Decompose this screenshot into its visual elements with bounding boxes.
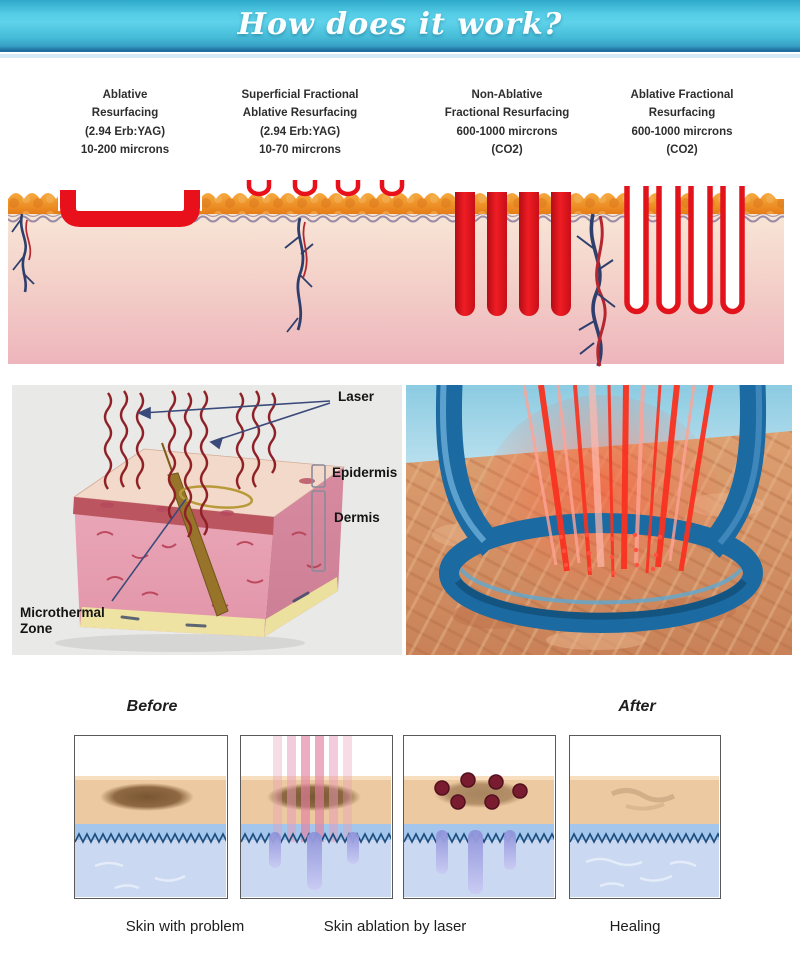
label-line: Ablative Fractional xyxy=(630,89,734,101)
panel-healed-skin xyxy=(569,735,723,899)
laser-beam-array xyxy=(522,384,714,578)
skin-anatomy-graphic xyxy=(55,390,346,652)
dermis-texture xyxy=(94,861,186,890)
superficial-fractional-zone xyxy=(246,178,405,197)
caption-skin-problem: Skin with problem xyxy=(125,918,245,935)
label-line: Resurfacing xyxy=(91,107,159,120)
label-line: Resurfacing xyxy=(648,107,716,120)
device-ring-front xyxy=(439,567,763,633)
surface-notch xyxy=(292,178,318,197)
laser-device-panel xyxy=(406,372,792,655)
surface-notch xyxy=(335,178,361,197)
ablation-holes xyxy=(434,772,528,810)
ablated-channel xyxy=(656,186,681,315)
label-line: (CO2) xyxy=(666,144,698,157)
before-label: Before xyxy=(126,698,178,715)
label-line: Superficial Fractional xyxy=(241,89,359,101)
panel-skin-problem-graphic xyxy=(74,776,228,897)
epidermis-label: Epidermis xyxy=(332,465,398,480)
ablative-fractional-zone xyxy=(624,186,745,315)
dermis-layer xyxy=(8,206,784,364)
ablated-channel xyxy=(720,186,745,315)
skin-block xyxy=(72,442,346,637)
thermal-column xyxy=(455,192,475,316)
treatment-label-superficial-fractional: Superficial Fractional Ablative Resurfac… xyxy=(210,86,390,160)
hair-follicle xyxy=(167,472,229,617)
treatment-label-non-ablative: Non-Ablative Fractional Resurfacing 600-… xyxy=(417,86,597,160)
treatment-label-ablative: Ablative Resurfacing (2.94 Erb:YAG) 10-2… xyxy=(35,86,215,160)
after-label: After xyxy=(618,698,656,715)
banner-underline xyxy=(0,54,800,58)
thermal-column xyxy=(519,192,539,316)
coagulation-rods xyxy=(269,832,359,890)
laser-label: Laser xyxy=(338,389,375,404)
sebaceous-gland xyxy=(178,485,254,509)
label-line: Ablative Resurfacing xyxy=(242,107,358,120)
page-title: How does it work? xyxy=(237,7,563,42)
label-line: 600-1000 mircrons xyxy=(631,125,733,138)
pigment-spot xyxy=(100,783,194,811)
panel-skin-problem xyxy=(74,735,228,899)
panel-healed-skin-graphic xyxy=(569,776,723,897)
layer-brackets xyxy=(311,464,326,572)
skin-anatomy-panel: Laser Epidermis Dermis Microthermal Zone xyxy=(12,385,402,655)
label-line: (2.94 Erb:YAG) xyxy=(84,125,166,138)
dermis-label: Dermis xyxy=(334,510,380,525)
thermal-column xyxy=(551,192,571,316)
laser-beams-down xyxy=(273,736,352,842)
title-banner: How does it work? xyxy=(0,0,800,52)
label-line: Non-Ablative xyxy=(471,89,543,101)
panel-ablated-skin-graphic xyxy=(403,772,557,897)
label-line: (CO2) xyxy=(491,144,523,157)
skin-cross-section xyxy=(7,178,789,368)
label-line: 10-200 mircrons xyxy=(80,144,170,157)
caption-healing: Healing xyxy=(609,918,661,935)
dermis-texture xyxy=(585,857,697,888)
label-line: Ablative xyxy=(102,89,148,101)
panel-laser-ablation xyxy=(240,735,394,899)
surface-notch xyxy=(246,178,272,197)
blood-vessels xyxy=(11,213,616,367)
thermal-column xyxy=(487,192,507,316)
beam-dots xyxy=(558,532,663,576)
basal-zigzag xyxy=(74,832,228,844)
basal-zigzag xyxy=(569,832,723,844)
label-line: (2.94 Erb:YAG) xyxy=(259,125,341,138)
panel-ablated-skin xyxy=(403,735,557,899)
coagulation-rods xyxy=(436,830,516,894)
ablated-channel xyxy=(688,186,713,315)
microthermal-zone-label: Microthermal Zone xyxy=(20,605,105,636)
label-line: 10-70 mircrons xyxy=(259,144,341,157)
skin-cross-section-graphic xyxy=(7,178,789,367)
label-line: Fractional Resurfacing xyxy=(444,107,570,120)
non-ablative-fractional-zone xyxy=(455,192,571,316)
annotation-lines xyxy=(111,400,331,602)
label-line: 600-1000 mircrons xyxy=(456,125,558,138)
panel-laser-ablation-graphic xyxy=(240,736,394,897)
laser-device-graphic xyxy=(406,372,792,655)
treatment-label-ablative-fractional: Ablative Fractional Resurfacing 600-1000… xyxy=(592,86,772,160)
ablated-channel xyxy=(624,186,649,315)
healing-marks xyxy=(610,788,676,811)
hair-shaft xyxy=(161,442,173,472)
surface-notch xyxy=(379,178,405,197)
caption-skin-ablation: Skin ablation by laser xyxy=(323,918,467,935)
ablative-resurfacing-zone xyxy=(58,178,202,227)
